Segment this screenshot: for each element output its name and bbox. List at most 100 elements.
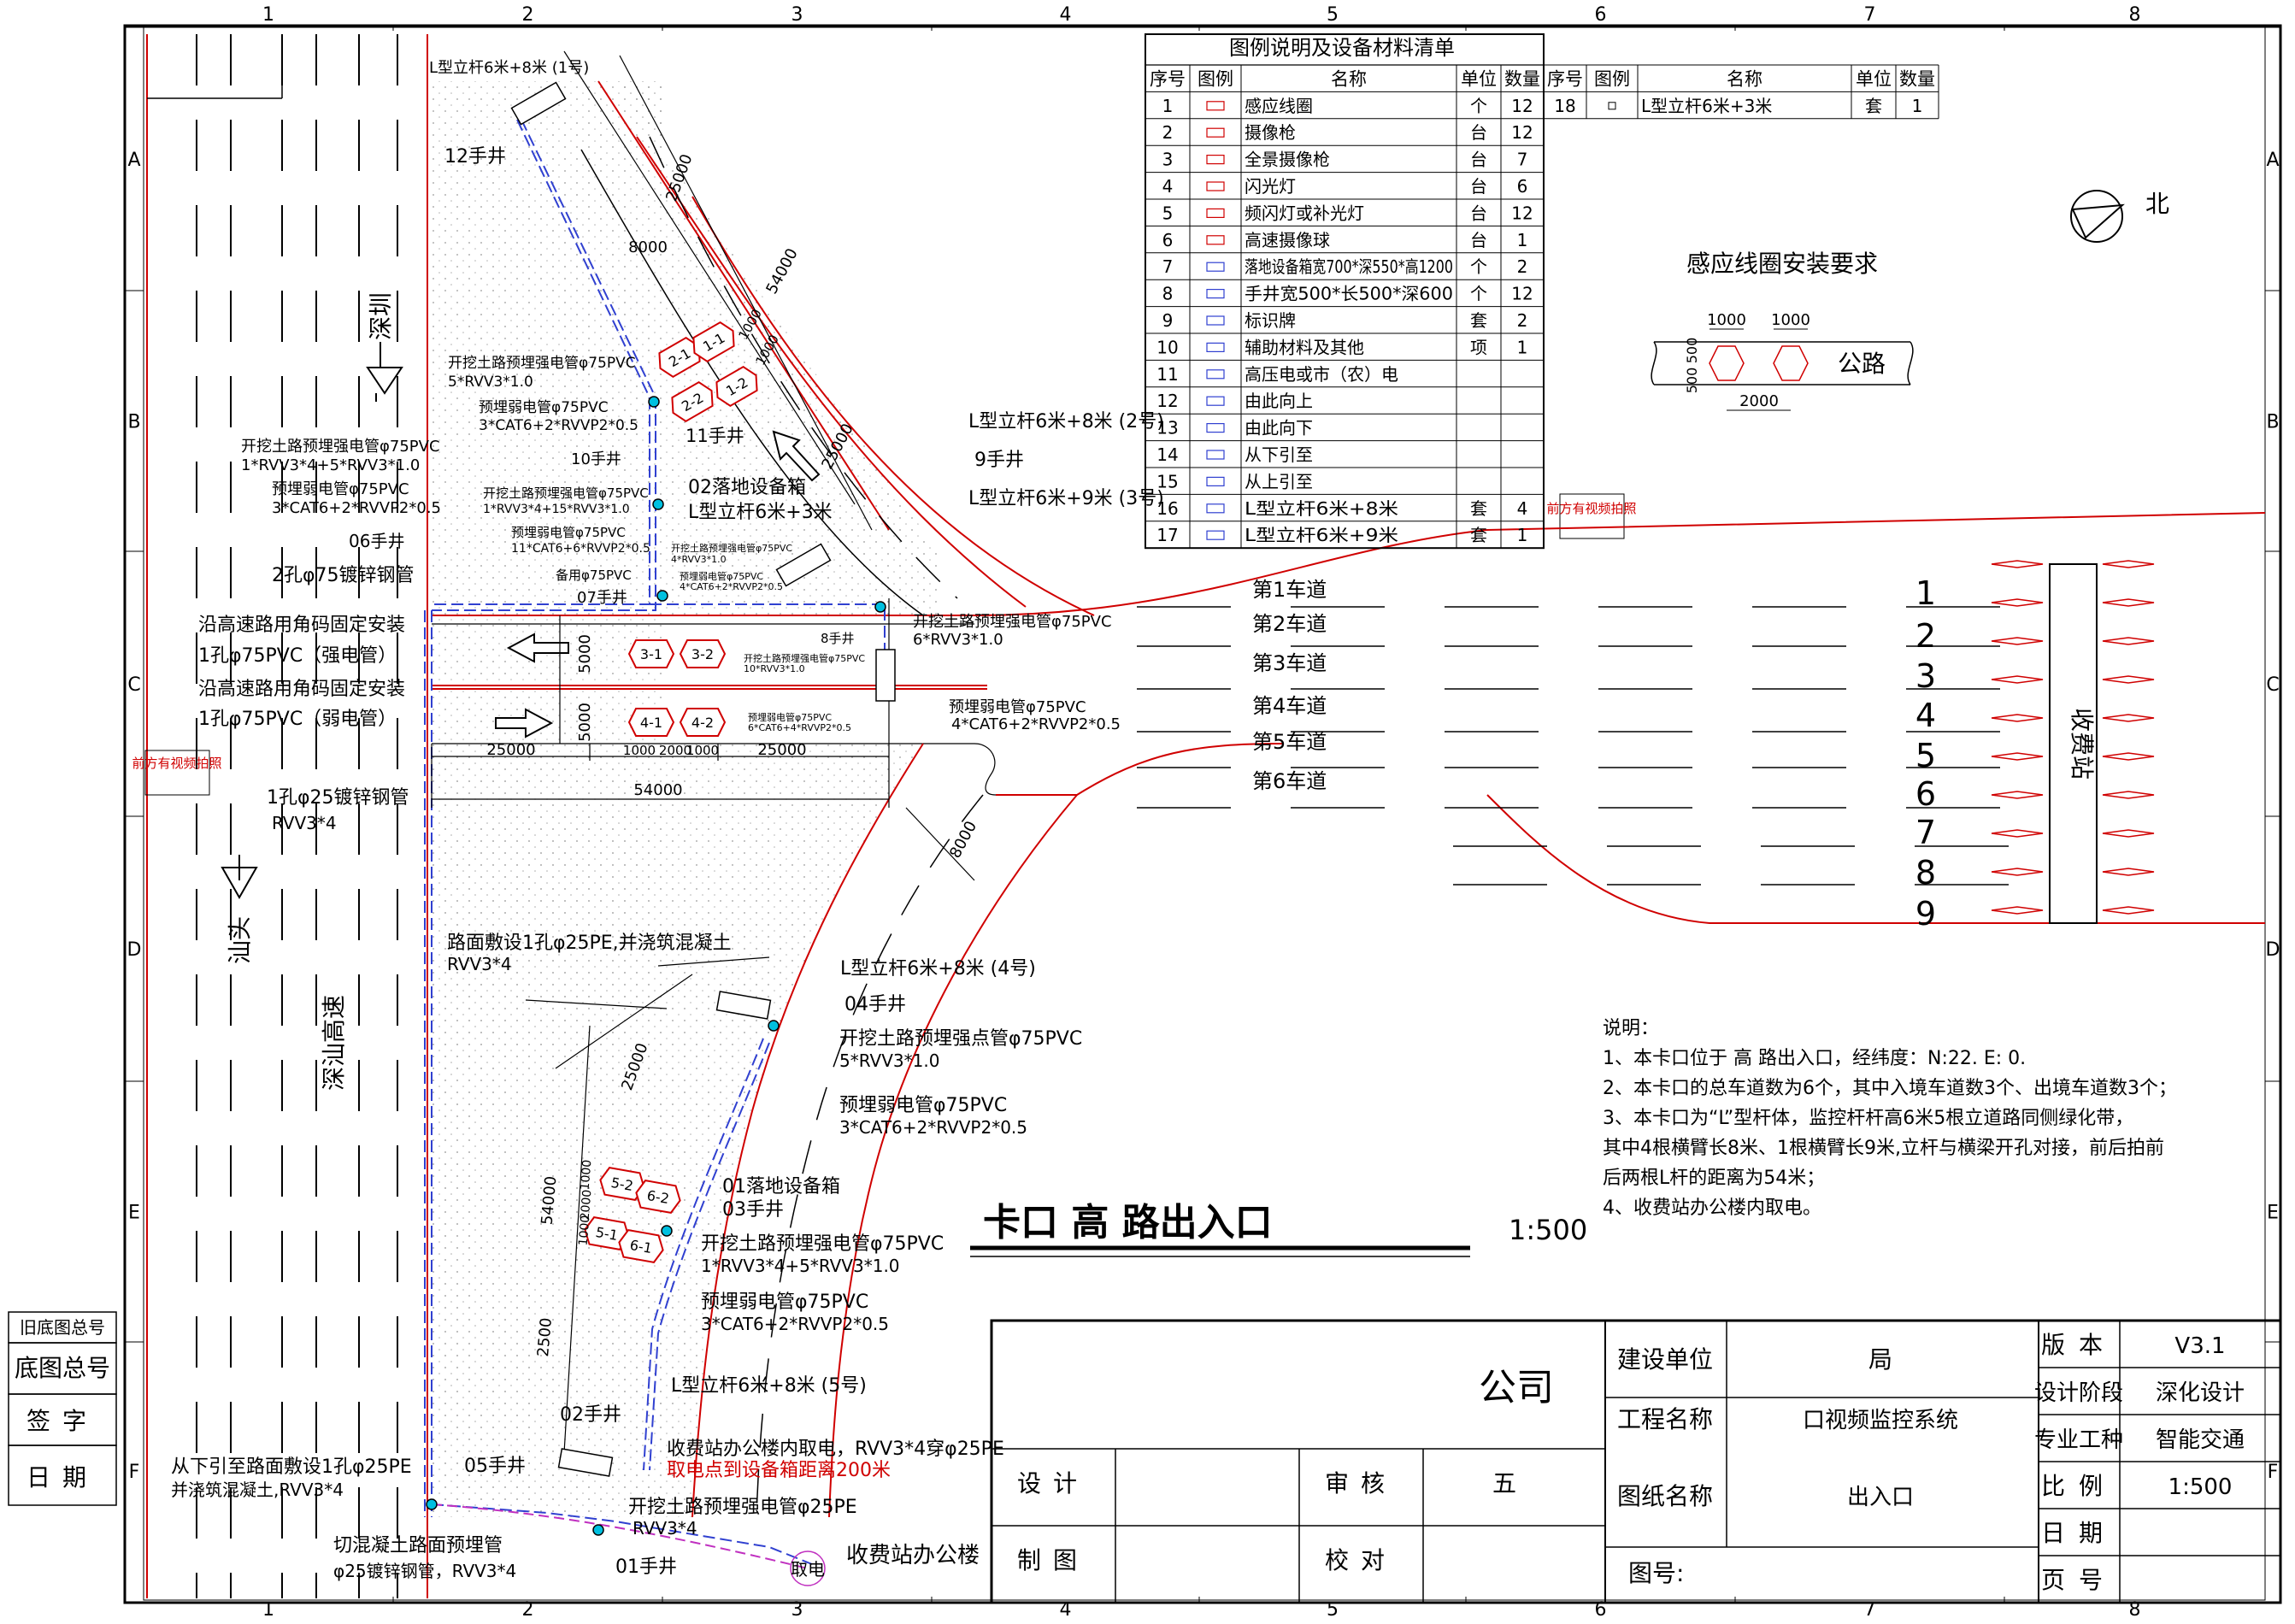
annotation-a10: 2孔φ75镀锌钢管 <box>272 565 415 586</box>
grid-row-right: D <box>2266 939 2280 961</box>
legend-name: L型立杆6米+8米 <box>1245 498 1398 519</box>
annotation-w11: 11手井 <box>686 426 744 446</box>
dimension-d5000b: 5000 <box>576 703 594 742</box>
legend-header: 名称 <box>1331 68 1367 89</box>
north-label: 北 <box>2145 190 2169 218</box>
tb-k-build: 建设单位 <box>1617 1345 1713 1374</box>
legend-unit: 台 <box>1470 230 1487 250</box>
lane-number: 8 <box>1915 854 1936 891</box>
dimension-d1000e: 1000 <box>578 1159 594 1191</box>
coil-tag-label: 3-1 <box>640 646 662 662</box>
toll-marker <box>1991 637 2044 645</box>
legend-no: 17 <box>1156 525 1178 545</box>
legend-header-right: 图例 <box>1594 68 1630 89</box>
toll-marker <box>1991 598 2044 607</box>
tb-v-scale: 1:500 <box>2168 1474 2233 1500</box>
legend-name: 标识牌 <box>1245 310 1296 331</box>
legend-qty: 4 <box>1517 498 1528 519</box>
annotation-a17: 预埋弱电管φ75PVC <box>748 711 832 723</box>
legend-name: 高速摄像球 <box>1245 230 1330 250</box>
tb-k-scale: 比例 <box>2041 1472 2116 1500</box>
annotation-a9: 备用φ75PVC <box>556 568 632 583</box>
cable-routes <box>424 119 886 1565</box>
coil-tag: 2-2 <box>671 380 714 423</box>
tb-k-project: 工程名称 <box>1617 1405 1713 1433</box>
lane-dashed-lines <box>1137 606 2009 886</box>
toll-marker <box>2102 675 2155 684</box>
legend-header-right: 单位 <box>1856 68 1892 89</box>
lane-label-5: 第5车道 <box>1252 730 1327 754</box>
grid-col-bottom: 3 <box>791 1599 803 1621</box>
note-line-3: 3、本卡口为“L”型杆体，监控杆杆高6米5根立道路同侧绿化带， <box>1603 1108 2133 1129</box>
dimension-d1000f: 1000 <box>576 1215 592 1246</box>
annotation-a13b: RVV3*4 <box>272 813 337 833</box>
legend-unit: 台 <box>1470 203 1487 223</box>
tb-k-draw: 制图 <box>1017 1546 1089 1574</box>
annotation-a24: 切混凝土路面预埋管 <box>333 1535 503 1556</box>
plan-title-text: 卡口 高 路出入口 <box>983 1201 1273 1244</box>
annotation-box01: 01落地设备箱 <box>722 1176 840 1197</box>
legend-qty: 6 <box>1517 176 1528 197</box>
legend-qty: 12 <box>1511 96 1533 116</box>
lane-label-4: 第4车道 <box>1252 694 1327 718</box>
legend-name: 由此向下 <box>1245 418 1313 438</box>
dimension-d54000a: 54000 <box>762 245 801 297</box>
notes: 说明： 1、本卡口位于 高 路出入口，经纬度：N:22. E: 0. 2、本卡口… <box>1603 1018 2177 1219</box>
annotation-a7b: 4*RVV3*1.0 <box>671 554 727 565</box>
legend-no: 6 <box>1162 230 1174 250</box>
tb-k-drawing: 图纸名称 <box>1617 1482 1713 1510</box>
annotation-a23b: 并浇筑混凝土,RVV3*4 <box>171 1480 344 1500</box>
legend-qty: 12 <box>1511 122 1533 143</box>
side-base-label: 底图总号 <box>15 1354 110 1382</box>
coil-tag: 4-2 <box>679 708 727 737</box>
grid-col-top: 4 <box>1060 4 1072 26</box>
annotation-a1: 开挖土路预埋强电管φ75PVC <box>448 355 636 372</box>
lane-number: 7 <box>1915 814 1936 851</box>
annotation-a8b: 4*CAT6+2*RVVP2*0.5 <box>680 581 783 592</box>
coil-install-detail <box>1651 328 1914 411</box>
annotation-a5b: 1*RVV3*4+15*RVV3*1.0 <box>483 503 630 516</box>
legend-unit: 个 <box>1470 96 1487 116</box>
legend-qty: 1 <box>1912 96 1923 116</box>
annotation-a16: 预埋弱电管φ75PVC <box>949 698 1086 716</box>
annotation-a7: 开挖土路预埋强电管φ75PVC <box>671 542 792 554</box>
annotation-a5: 开挖土路预埋强电管φ75PVC <box>483 485 649 501</box>
legend-header: 数量 <box>1504 68 1540 89</box>
legend-symbol <box>1206 450 1225 460</box>
legend-symbol <box>1206 396 1225 406</box>
legend-qty: 2 <box>1517 310 1528 331</box>
coil-tag-label: 5-2 <box>609 1174 634 1194</box>
tb-k-no: 图号: <box>1628 1559 1684 1587</box>
note-line-6: 4、收费站办公楼内取电。 <box>1603 1197 1821 1219</box>
toll-marker <box>2102 752 2155 761</box>
legend-unit: 台 <box>1470 176 1487 197</box>
annotation-a11b: 1孔φ75PVC（强电管） <box>198 645 397 667</box>
annotation-pole4: L型立杆6米+8米 (4号) <box>840 958 1036 980</box>
coil-dim-w2: 1000 <box>1771 311 1810 329</box>
direction-arrow-ramp <box>772 430 821 482</box>
toll-marker <box>2102 906 2155 915</box>
annotation-a4b: 3*CAT6+2*RVVP2*0.5 <box>272 499 441 517</box>
direction-arrow-right <box>495 708 554 738</box>
annotation-a3: 开挖土路预埋强电管φ75PVC <box>241 438 440 456</box>
tb-v-version: V3.1 <box>2174 1333 2225 1359</box>
annotation-a22: 预埋弱电管φ75PVC <box>701 1292 868 1313</box>
direction-arrow-left <box>506 633 569 663</box>
annotation-w09: 9手井 <box>974 450 1024 471</box>
grid-row-left: D <box>127 939 142 961</box>
legend-no: 1 <box>1162 96 1174 116</box>
annotation-a14: 开挖土路预埋强电管φ75PVC <box>913 613 1112 631</box>
legend-no: 12 <box>1156 391 1178 411</box>
side-old-label: 旧底图总号 <box>20 1317 105 1338</box>
legend-no: 8 <box>1162 284 1174 304</box>
lane-label-3: 第3车道 <box>1252 651 1327 675</box>
dimension-d1000c: 1000 <box>623 743 656 758</box>
annotation-a18: 路面敷设1孔φ25PE,并浇筑混凝土 <box>447 933 732 954</box>
legend-name: 频闪灯或补光灯 <box>1245 203 1364 223</box>
toll-marker <box>2102 637 2155 645</box>
legend-header: 单位 <box>1461 68 1497 89</box>
annotation-a21: 开挖土路预埋强电管φ75PVC <box>701 1233 944 1255</box>
